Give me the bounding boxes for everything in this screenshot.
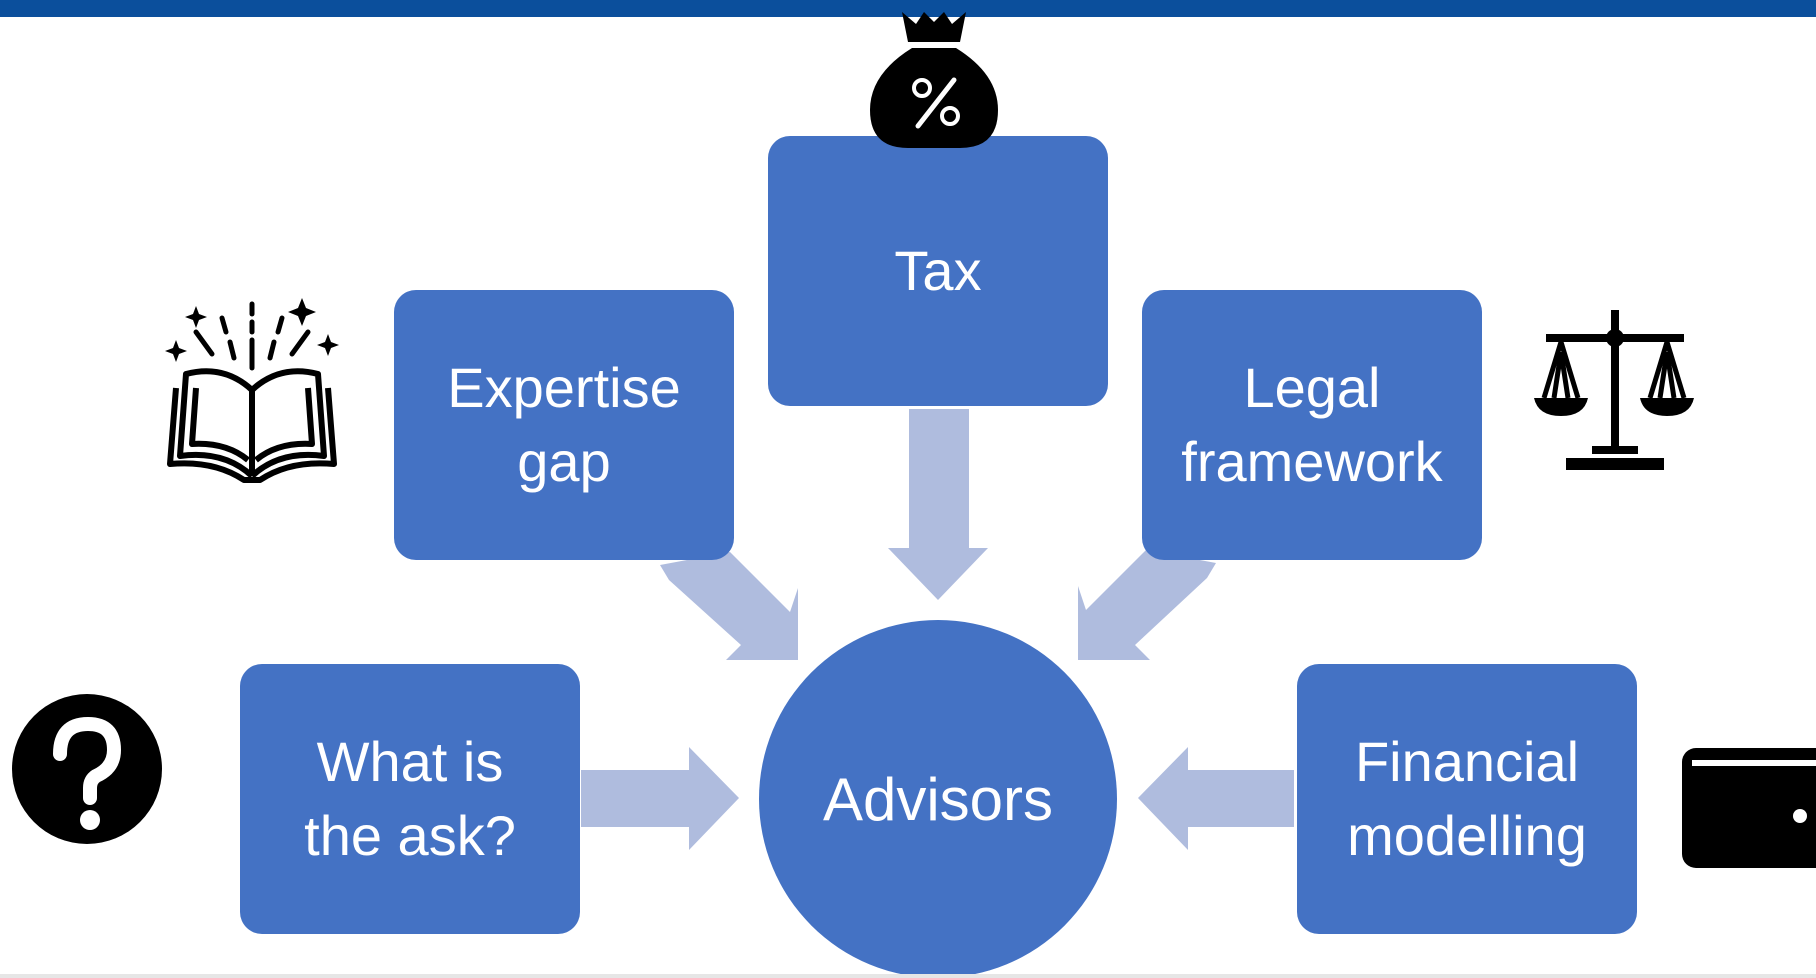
node-tax: Tax (768, 136, 1108, 406)
node-financial-modelling-label: Financial modelling (1347, 730, 1587, 867)
arrow-expertise-to-advisors (660, 552, 798, 660)
node-what-is-the-ask: What is the ask? (240, 664, 580, 934)
node-legal-framework: Legal framework (1142, 290, 1482, 560)
node-legal-framework-label: Legal framework (1181, 356, 1443, 493)
node-tax-label: Tax (894, 239, 982, 302)
money-bag-percent-icon (870, 12, 998, 148)
node-advisors: Advisors (759, 620, 1117, 978)
header-bar (0, 0, 1816, 17)
arrow-ask-to-advisors (581, 747, 739, 850)
open-book-icon (165, 298, 339, 483)
wallet-icon (1682, 748, 1816, 868)
arrow-tax-to-advisors (888, 409, 988, 600)
node-financial-modelling: Financial modelling (1297, 664, 1637, 934)
arrow-financial-to-advisors (1138, 747, 1294, 850)
question-mark-icon (12, 694, 162, 844)
node-what-is-the-ask-label: What is the ask? (304, 730, 516, 867)
scales-of-justice-icon (1534, 310, 1694, 470)
node-expertise-gap: Expertise gap (394, 290, 734, 560)
bottom-divider (0, 974, 1816, 978)
node-expertise-gap-label: Expertise gap (447, 356, 681, 493)
node-advisors-label: Advisors (822, 765, 1054, 833)
arrow-legal-to-advisors (1078, 550, 1216, 660)
